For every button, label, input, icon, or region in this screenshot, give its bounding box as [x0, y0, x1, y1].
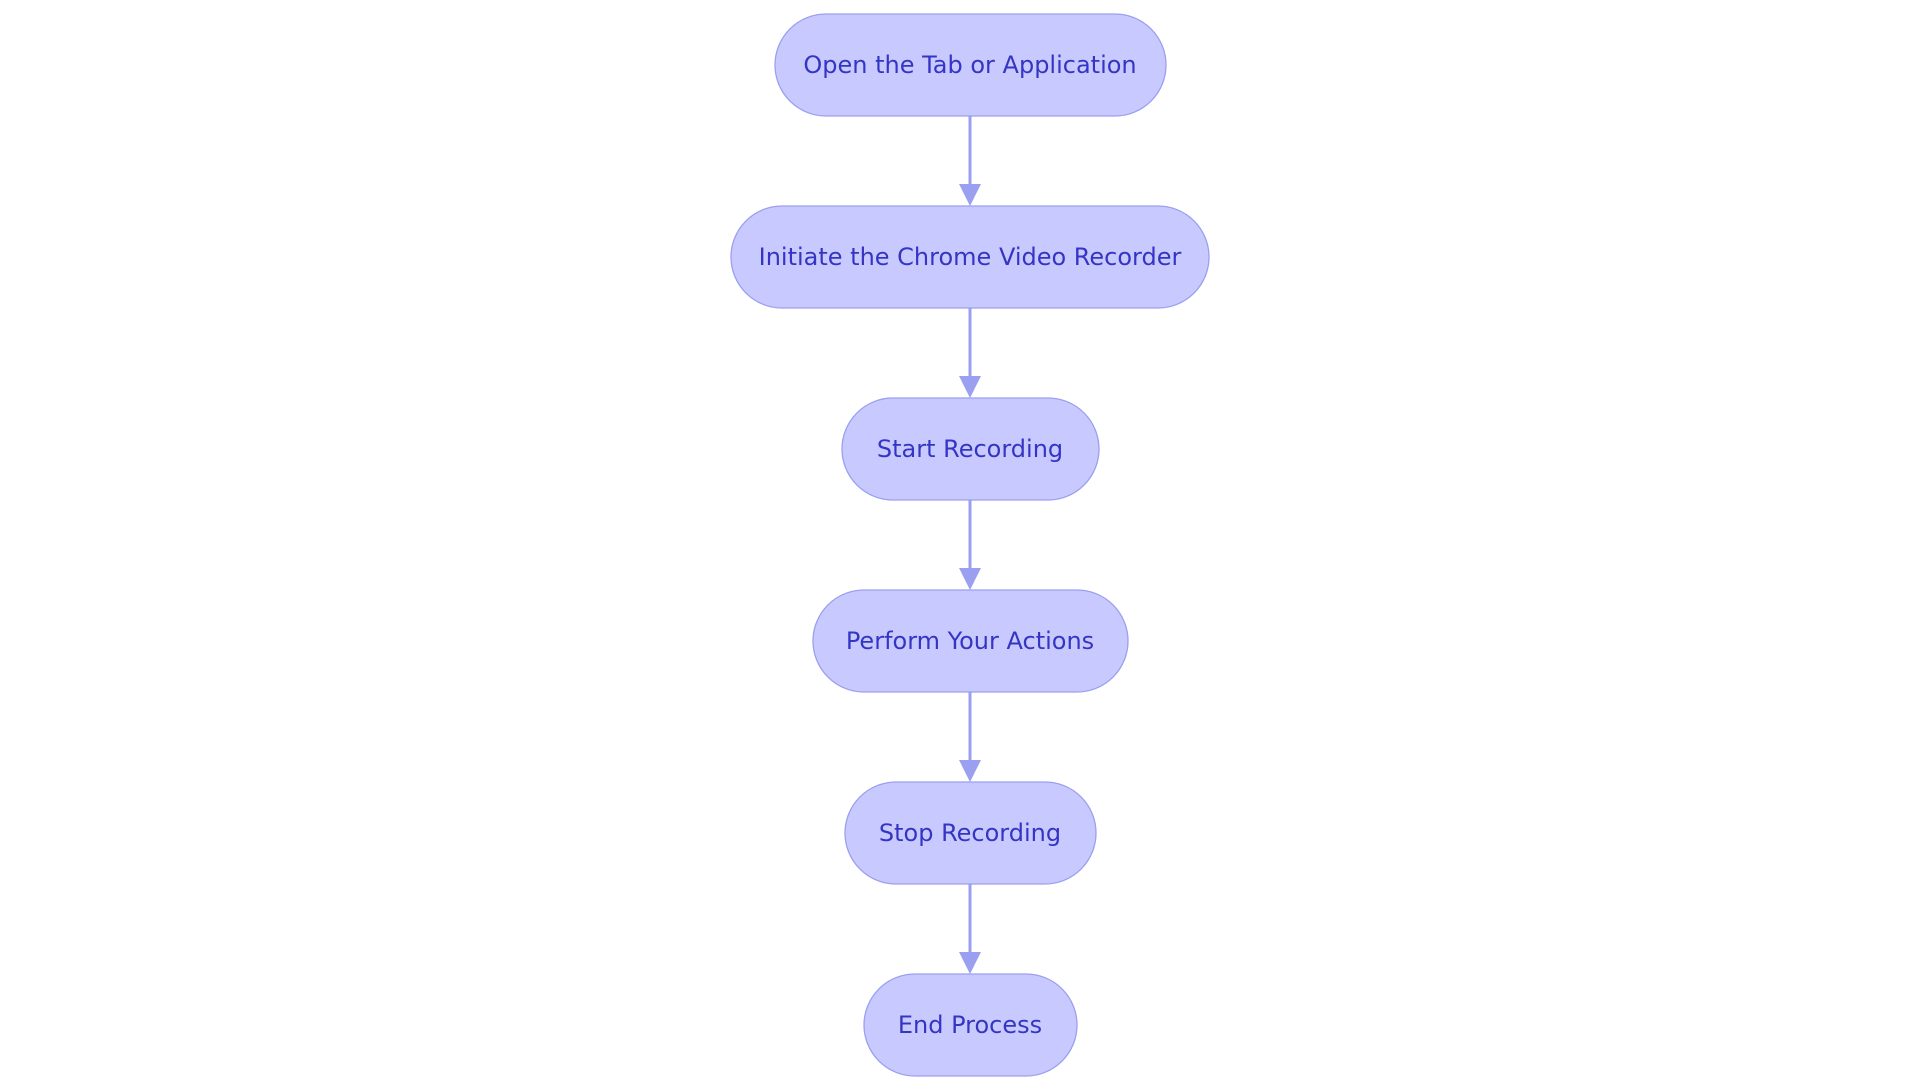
- node-initiate-recorder-label: Initiate the Chrome Video Recorder: [759, 243, 1182, 271]
- node-perform-actions-label: Perform Your Actions: [846, 627, 1094, 655]
- edge-start-to-perform: [959, 500, 981, 590]
- node-perform-actions: Perform Your Actions: [812, 589, 1129, 693]
- edge-initiate-to-start: [959, 308, 981, 398]
- node-start-recording-label: Start Recording: [877, 435, 1063, 463]
- edge-stop-to-end: [959, 884, 981, 974]
- node-stop-recording: Stop Recording: [844, 781, 1097, 885]
- edge-open-to-initiate: [959, 116, 981, 206]
- node-end-process-label: End Process: [898, 1011, 1042, 1039]
- node-initiate-recorder: Initiate the Chrome Video Recorder: [730, 205, 1210, 309]
- node-open-tab-label: Open the Tab or Application: [803, 51, 1136, 79]
- node-stop-recording-label: Stop Recording: [879, 819, 1061, 847]
- node-start-recording: Start Recording: [841, 397, 1100, 501]
- node-open-tab: Open the Tab or Application: [774, 13, 1167, 117]
- node-end-process: End Process: [863, 973, 1078, 1077]
- edge-perform-to-stop: [959, 692, 981, 782]
